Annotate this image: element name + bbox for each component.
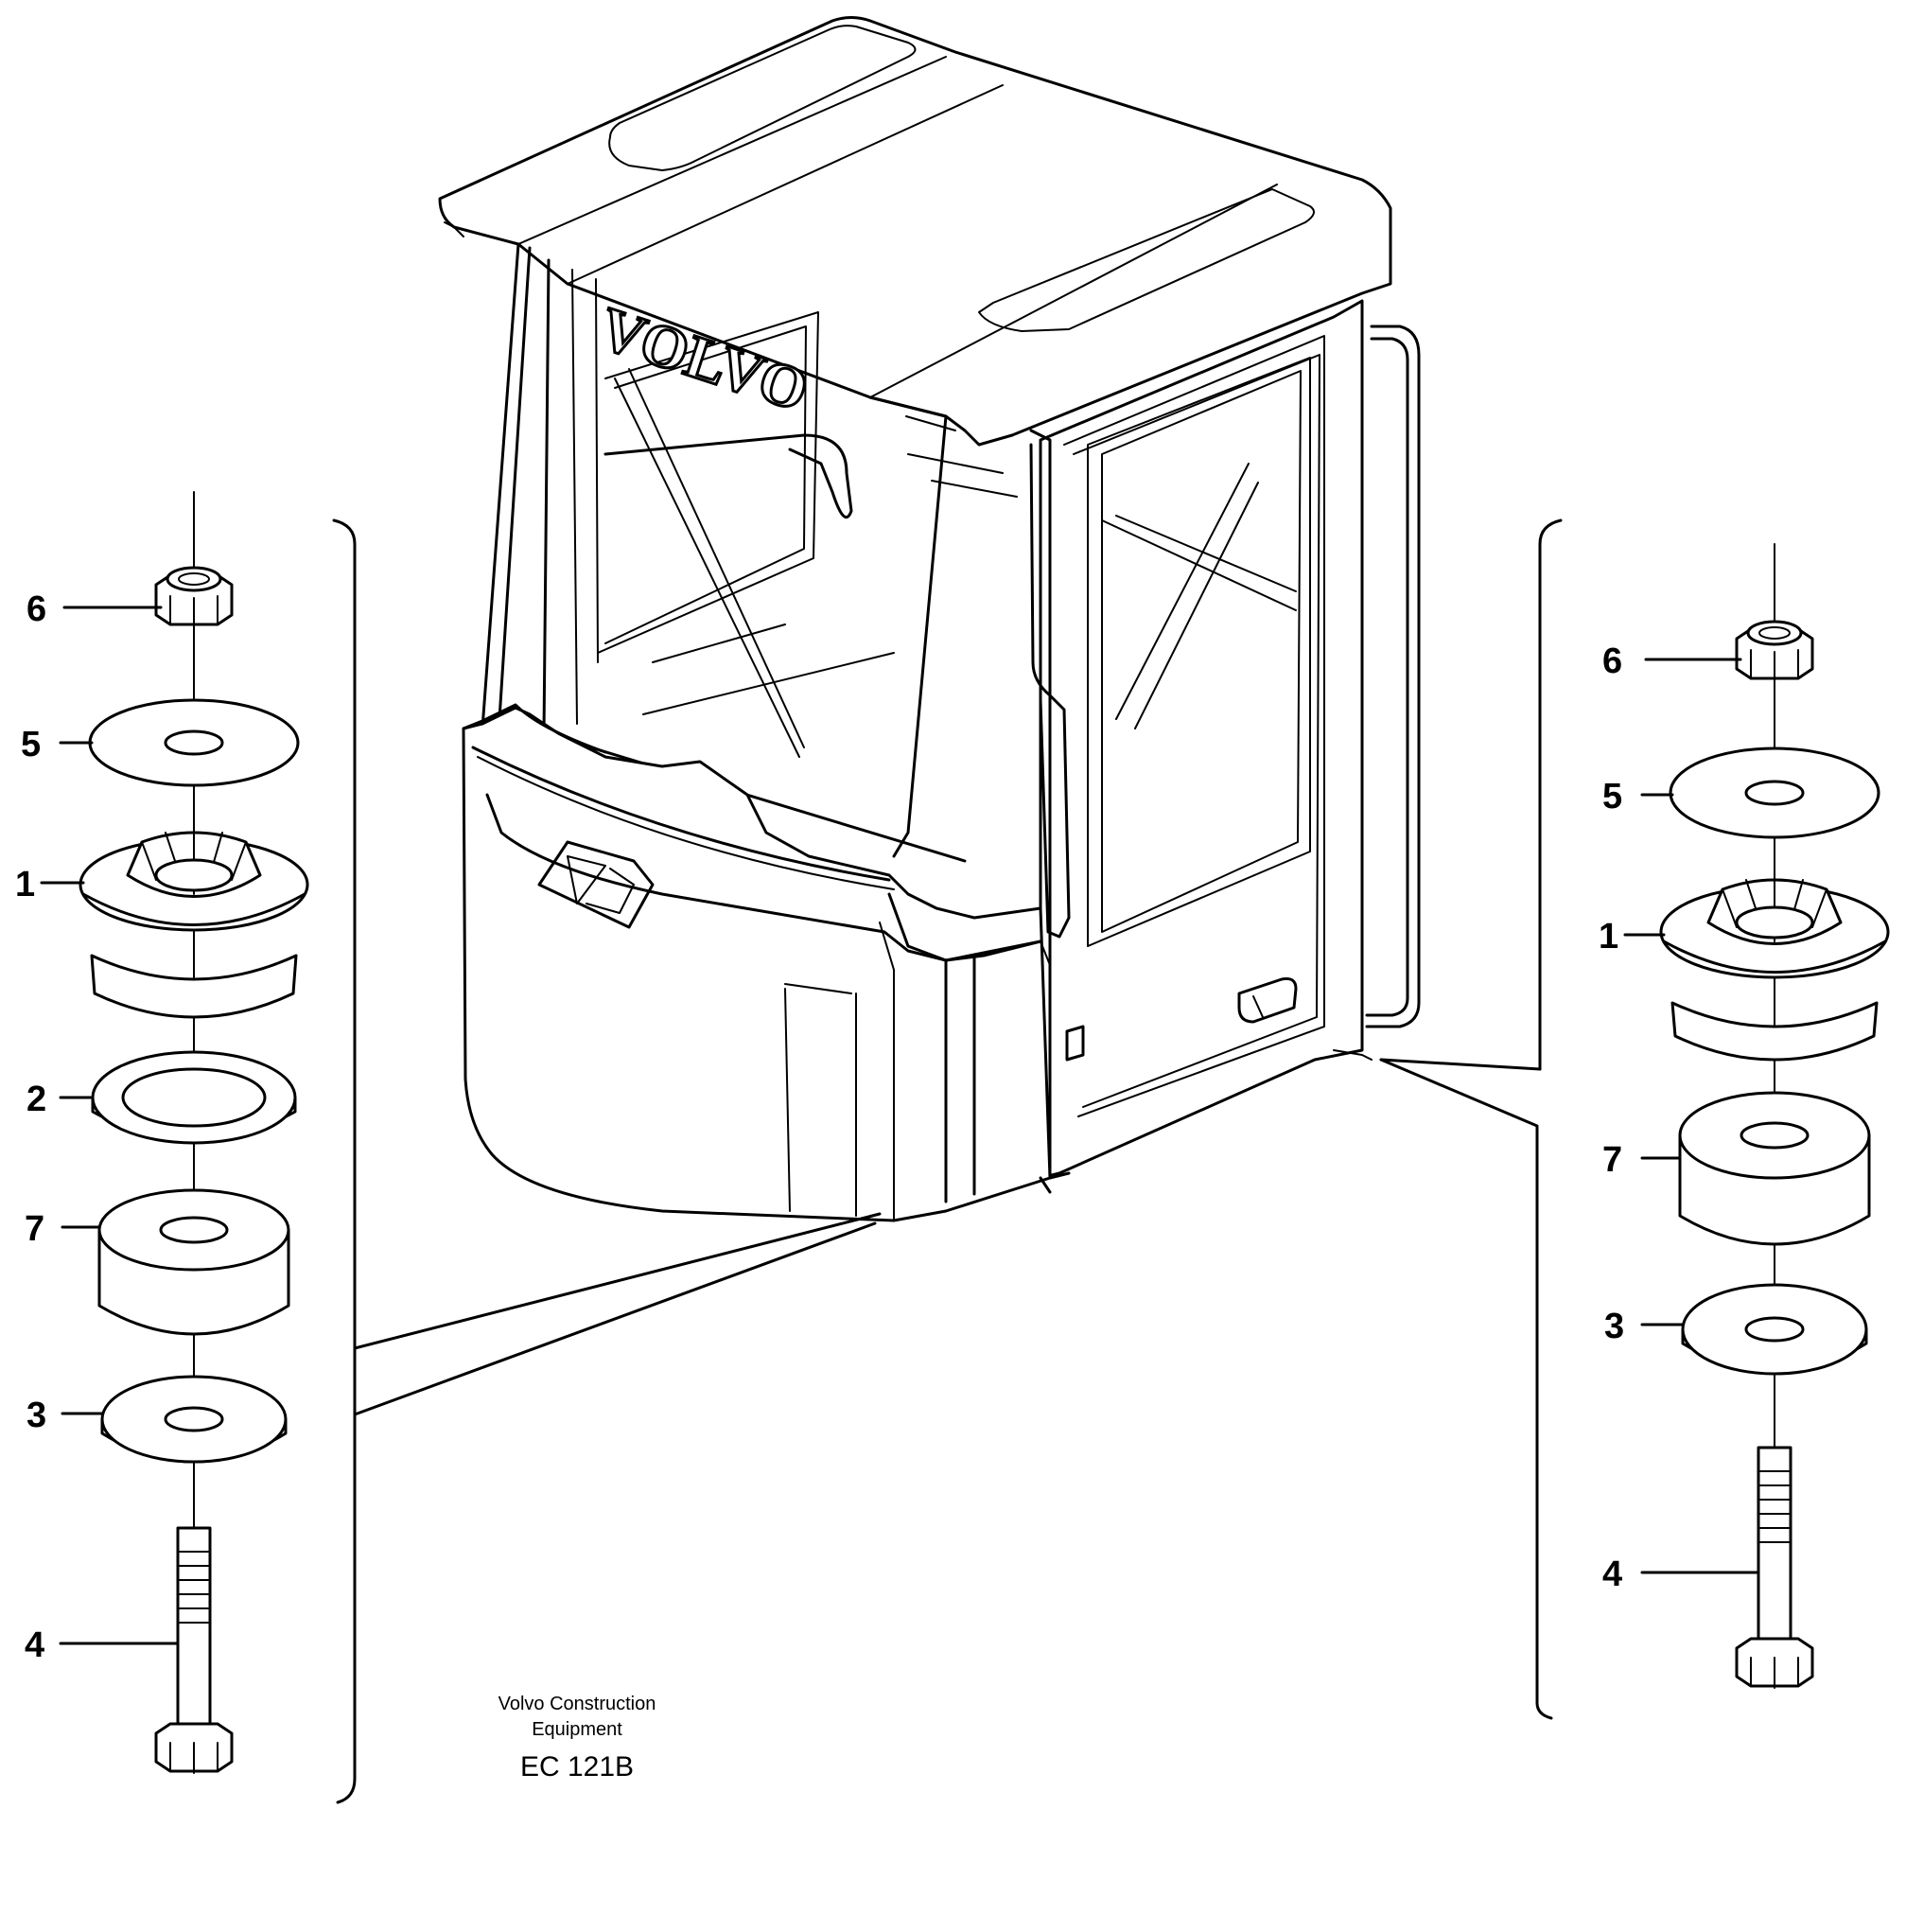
- callout-1-right: 1: [1599, 917, 1618, 957]
- callout-7-left: 7: [25, 1209, 44, 1249]
- caption-line-2: Equipment: [532, 1719, 622, 1740]
- caption-code: EC 121B: [520, 1751, 634, 1783]
- left-nut: [154, 566, 234, 627]
- left-rubber-cushion: [97, 1188, 290, 1336]
- right-rubber-mount: [1659, 875, 1890, 1062]
- callout-4-right: 4: [1602, 1554, 1622, 1594]
- right-mount-bracket: [1379, 518, 1563, 1720]
- callout-5-left: 5: [21, 725, 41, 764]
- right-bolt: [1735, 1446, 1814, 1689]
- left-lower-washer: [100, 1375, 288, 1464]
- callout-7-right: 7: [1602, 1140, 1622, 1180]
- left-spacer-ring: [91, 1050, 297, 1145]
- right-callouts: 6 5 1 7 3 4: [1599, 641, 1760, 1594]
- callout-4-left: 4: [25, 1625, 44, 1665]
- left-rubber-mount: [79, 828, 309, 1019]
- left-mount-bracket: [332, 518, 882, 1804]
- operator-cab: VOLVO: [438, 16, 1421, 1222]
- right-lower-washer: [1681, 1283, 1868, 1376]
- left-washer: [88, 698, 300, 787]
- caption-line-1: Volvo Construction: [498, 1694, 656, 1714]
- callout-1-left: 1: [15, 865, 35, 905]
- callout-2-left: 2: [26, 1080, 46, 1119]
- left-bolt: [154, 1526, 234, 1774]
- callout-5-right: 5: [1602, 777, 1622, 817]
- figure-caption: Volvo Construction Equipment EC 121B: [498, 1694, 656, 1783]
- callout-6-left: 6: [26, 589, 46, 629]
- right-rubber-cushion: [1678, 1091, 1871, 1246]
- callout-6-right: 6: [1602, 641, 1622, 681]
- callout-3-right: 3: [1604, 1307, 1624, 1346]
- left-callouts: 6 5 1 2 7 3 4: [15, 589, 180, 1665]
- callout-3-left: 3: [26, 1396, 46, 1435]
- right-washer: [1669, 746, 1880, 839]
- right-nut: [1735, 620, 1814, 681]
